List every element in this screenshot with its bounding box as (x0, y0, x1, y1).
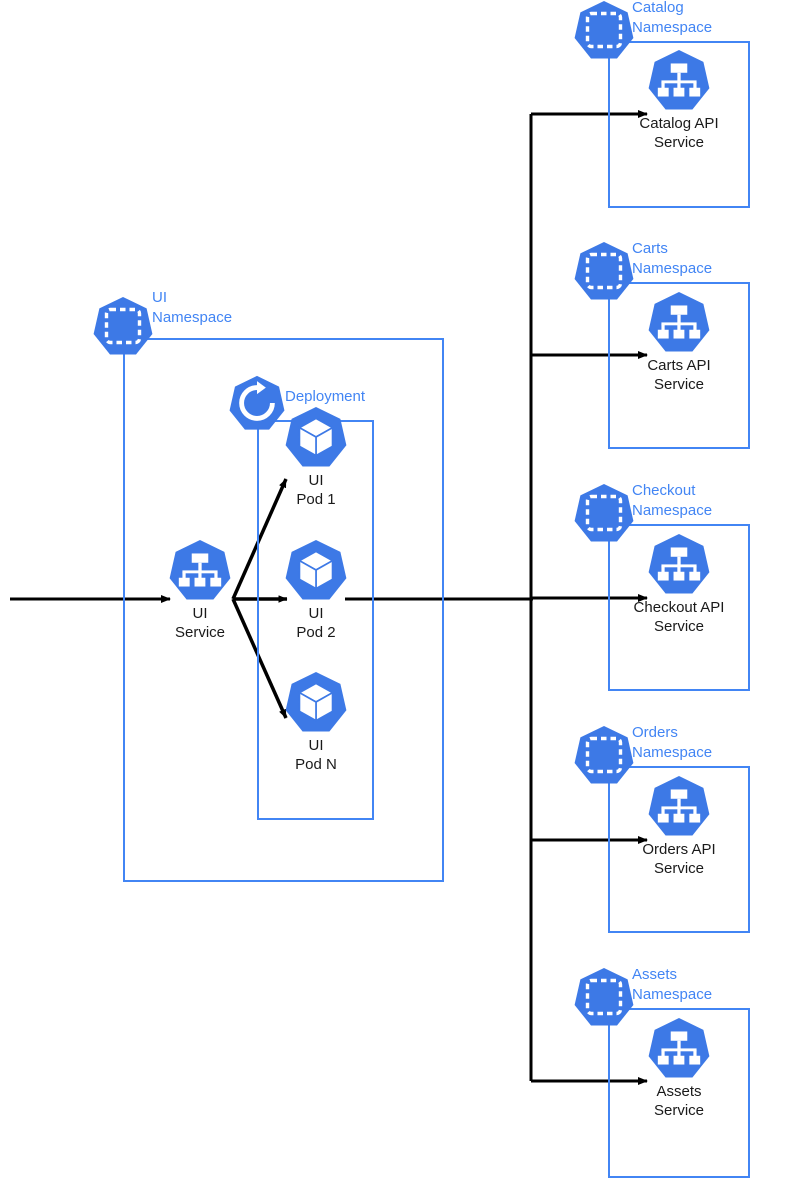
service-caption-catalog-api: Catalog API Service (639, 115, 719, 151)
service-icon (648, 1018, 710, 1079)
deployment-icon (229, 375, 285, 431)
service-caption-orders-api: Orders API Service (642, 841, 716, 877)
service-icon (169, 540, 231, 601)
service-icon (648, 50, 710, 111)
namespace-box-checkout (608, 524, 750, 691)
namespace-box-ui (123, 338, 444, 882)
namespace-box-orders (608, 766, 750, 933)
namespace-box-assets (608, 1008, 750, 1178)
service-icon (648, 292, 710, 353)
namespace-label-catalog: Catalog Namespace (632, 0, 713, 36)
namespace-box-carts (608, 282, 750, 449)
service-icon (648, 534, 710, 595)
service-caption-checkout-api: Checkout API Service (633, 599, 725, 635)
service-caption-ui: UI Service (174, 605, 226, 641)
service-caption-assets: Assets Service (653, 1083, 705, 1119)
namespace-label-assets: Assets Namespace (632, 966, 713, 1003)
deployment-label-ui: Deployment (285, 388, 366, 405)
namespace-icon (574, 241, 634, 301)
namespace-icon (574, 483, 634, 543)
pod-icon (285, 540, 347, 601)
namespace-icon (574, 725, 634, 785)
namespace-icon (574, 967, 634, 1027)
namespace-label-checkout: Checkout Namespace (632, 482, 713, 519)
namespace-label-orders: Orders Namespace (632, 724, 713, 761)
namespace-icon (93, 296, 153, 356)
namespace-icon (574, 0, 634, 60)
namespace-label-ui: UI Namespace (152, 289, 233, 326)
namespace-label-carts: Carts Namespace (632, 240, 713, 277)
pod-caption-ui-1: UI Pod 1 (296, 472, 336, 508)
pod-caption-ui-n: UI Pod N (295, 737, 337, 773)
service-icon (648, 776, 710, 837)
namespace-box-catalog (608, 41, 750, 208)
service-caption-carts-api: Carts API Service (647, 357, 711, 393)
pod-icon (285, 672, 347, 733)
pod-icon (285, 407, 347, 468)
pod-caption-ui-2: UI Pod 2 (296, 605, 336, 641)
